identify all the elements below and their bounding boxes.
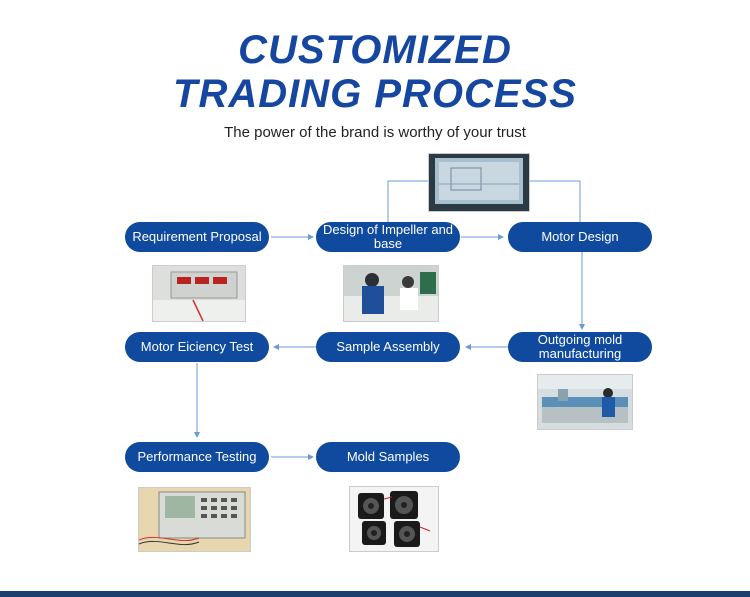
- photo-fan-samples: [349, 486, 439, 552]
- performance-tester-image: [139, 488, 250, 551]
- factory-image: [538, 375, 632, 429]
- monitor-image: [429, 154, 529, 211]
- photo-test-equipment: [152, 265, 246, 322]
- step-requirement-proposal: Requirement Proposal: [125, 222, 269, 252]
- step-motor-efficiency-test: Motor Eiciency Test: [125, 332, 269, 362]
- page-title-line2: TRADING PROCESS: [173, 72, 577, 116]
- step-design-impeller-base: Design of Impeller and base: [316, 222, 460, 252]
- photo-performance-tester: [138, 487, 251, 552]
- fan-samples-image: [350, 487, 438, 551]
- page-subtitle: The power of the brand is worthy of your…: [224, 124, 526, 141]
- photo-workers-assembly: [343, 265, 439, 322]
- step-performance-testing: Performance Testing: [125, 442, 269, 472]
- page-title-line1: CUSTOMIZED: [238, 28, 512, 72]
- step-motor-design: Motor Design: [508, 222, 652, 252]
- photo-factory-line: [537, 374, 633, 430]
- step-mold-samples: Mold Samples: [316, 442, 460, 472]
- step-outgoing-mold-manufacturing: Outgoing mold manufacturing: [508, 332, 652, 362]
- photo-cad-monitor: [428, 153, 530, 212]
- step-sample-assembly: Sample Assembly: [316, 332, 460, 362]
- bottom-divider: [0, 591, 750, 597]
- test-equipment-image: [153, 266, 245, 321]
- workers-image: [344, 266, 438, 321]
